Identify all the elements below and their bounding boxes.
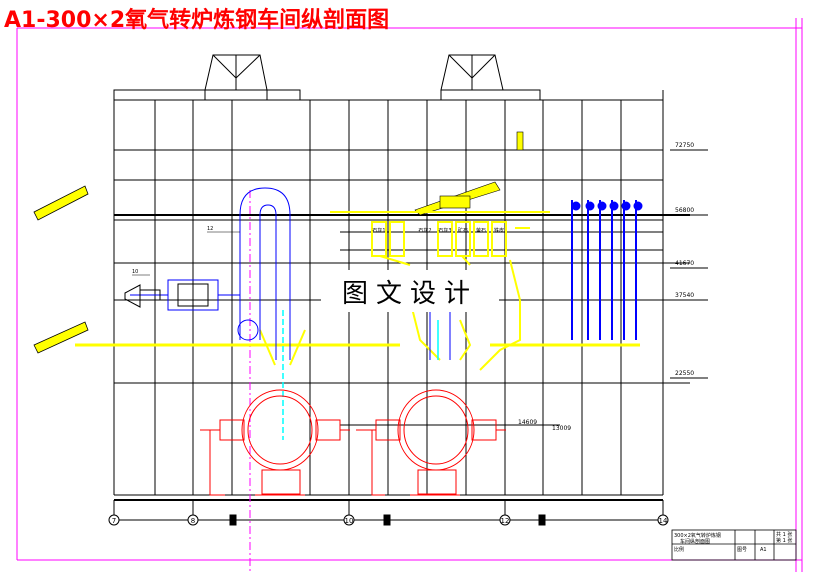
hopper-labels: 石灰1 石灰2 石灰3 矿石 萤石 铁皮 (372, 227, 504, 234)
axis-label: 14 (659, 517, 668, 525)
title-block-name: 300×2氧气转炉炼钢 (674, 532, 721, 539)
axis-marker (657, 514, 669, 526)
title-block (671, 529, 797, 561)
axis-label: 8 (191, 517, 195, 525)
chute-label: 石灰1 (372, 227, 385, 234)
chute-label: 矿石 (458, 227, 468, 234)
title-block-drawing-no-label: 图号 (737, 547, 747, 553)
title-block-total: 共 1 张 (776, 531, 792, 538)
axis-grid (108, 500, 669, 526)
title-block-name: 车间纵剖面图 (680, 538, 710, 545)
oxygen-lances (282, 310, 439, 440)
converter-1 (200, 389, 350, 496)
elevation-markers: 72750 56800 41670 37540 22550 14609 1300… (518, 142, 708, 432)
callout-label: 10 (132, 269, 138, 275)
elevation-label: 41670 (675, 260, 694, 267)
axis-labels: 7 8 10 12 14 (112, 517, 668, 525)
converter-2 (356, 389, 506, 496)
chute-label: 铁皮 (494, 227, 504, 234)
axis-label: 7 (112, 517, 116, 525)
chute-label: 萤石 (476, 227, 486, 234)
gas-ducts (130, 187, 643, 360)
drawing-title: A1-300×2氧气转炉炼钢车间纵剖面图 (4, 8, 390, 33)
elevation-label: 13009 (552, 425, 571, 432)
chute-label: 石灰2 (418, 227, 431, 234)
callout-label: 12 (207, 226, 213, 232)
elevation-label: 22550 (675, 370, 694, 377)
elevation-label: 56800 (675, 207, 694, 214)
elevation-label: 37540 (675, 292, 694, 299)
axis-marker (499, 514, 511, 526)
axis-marker (343, 514, 355, 526)
sheet-border (16, 18, 803, 572)
watermark: 图文设计 (321, 270, 499, 312)
callouts: 12 10 (132, 226, 240, 276)
title-block-drawing-no: A1 (760, 547, 767, 553)
elevation-label: 72750 (675, 142, 694, 149)
axis-marker (187, 514, 199, 526)
chute-label: 石灰3 (438, 227, 451, 234)
elevation-label: 14609 (518, 419, 537, 426)
axis-label: 10 (345, 517, 354, 525)
title-block-sheet: 第 1 张 (776, 537, 792, 544)
hopper-system (259, 131, 550, 371)
fan-unit (124, 283, 209, 308)
axis-marker (108, 514, 120, 526)
title-block-scale-label: 比例 (674, 546, 684, 553)
title-block-text: 300×2氧气转炉炼钢 车间纵剖面图 共 1 张 第 1 张 图号 A1 比例 (674, 531, 792, 553)
building-structure (113, 54, 690, 501)
axis-label: 12 (501, 517, 510, 525)
charging-conveyors (33, 185, 640, 354)
